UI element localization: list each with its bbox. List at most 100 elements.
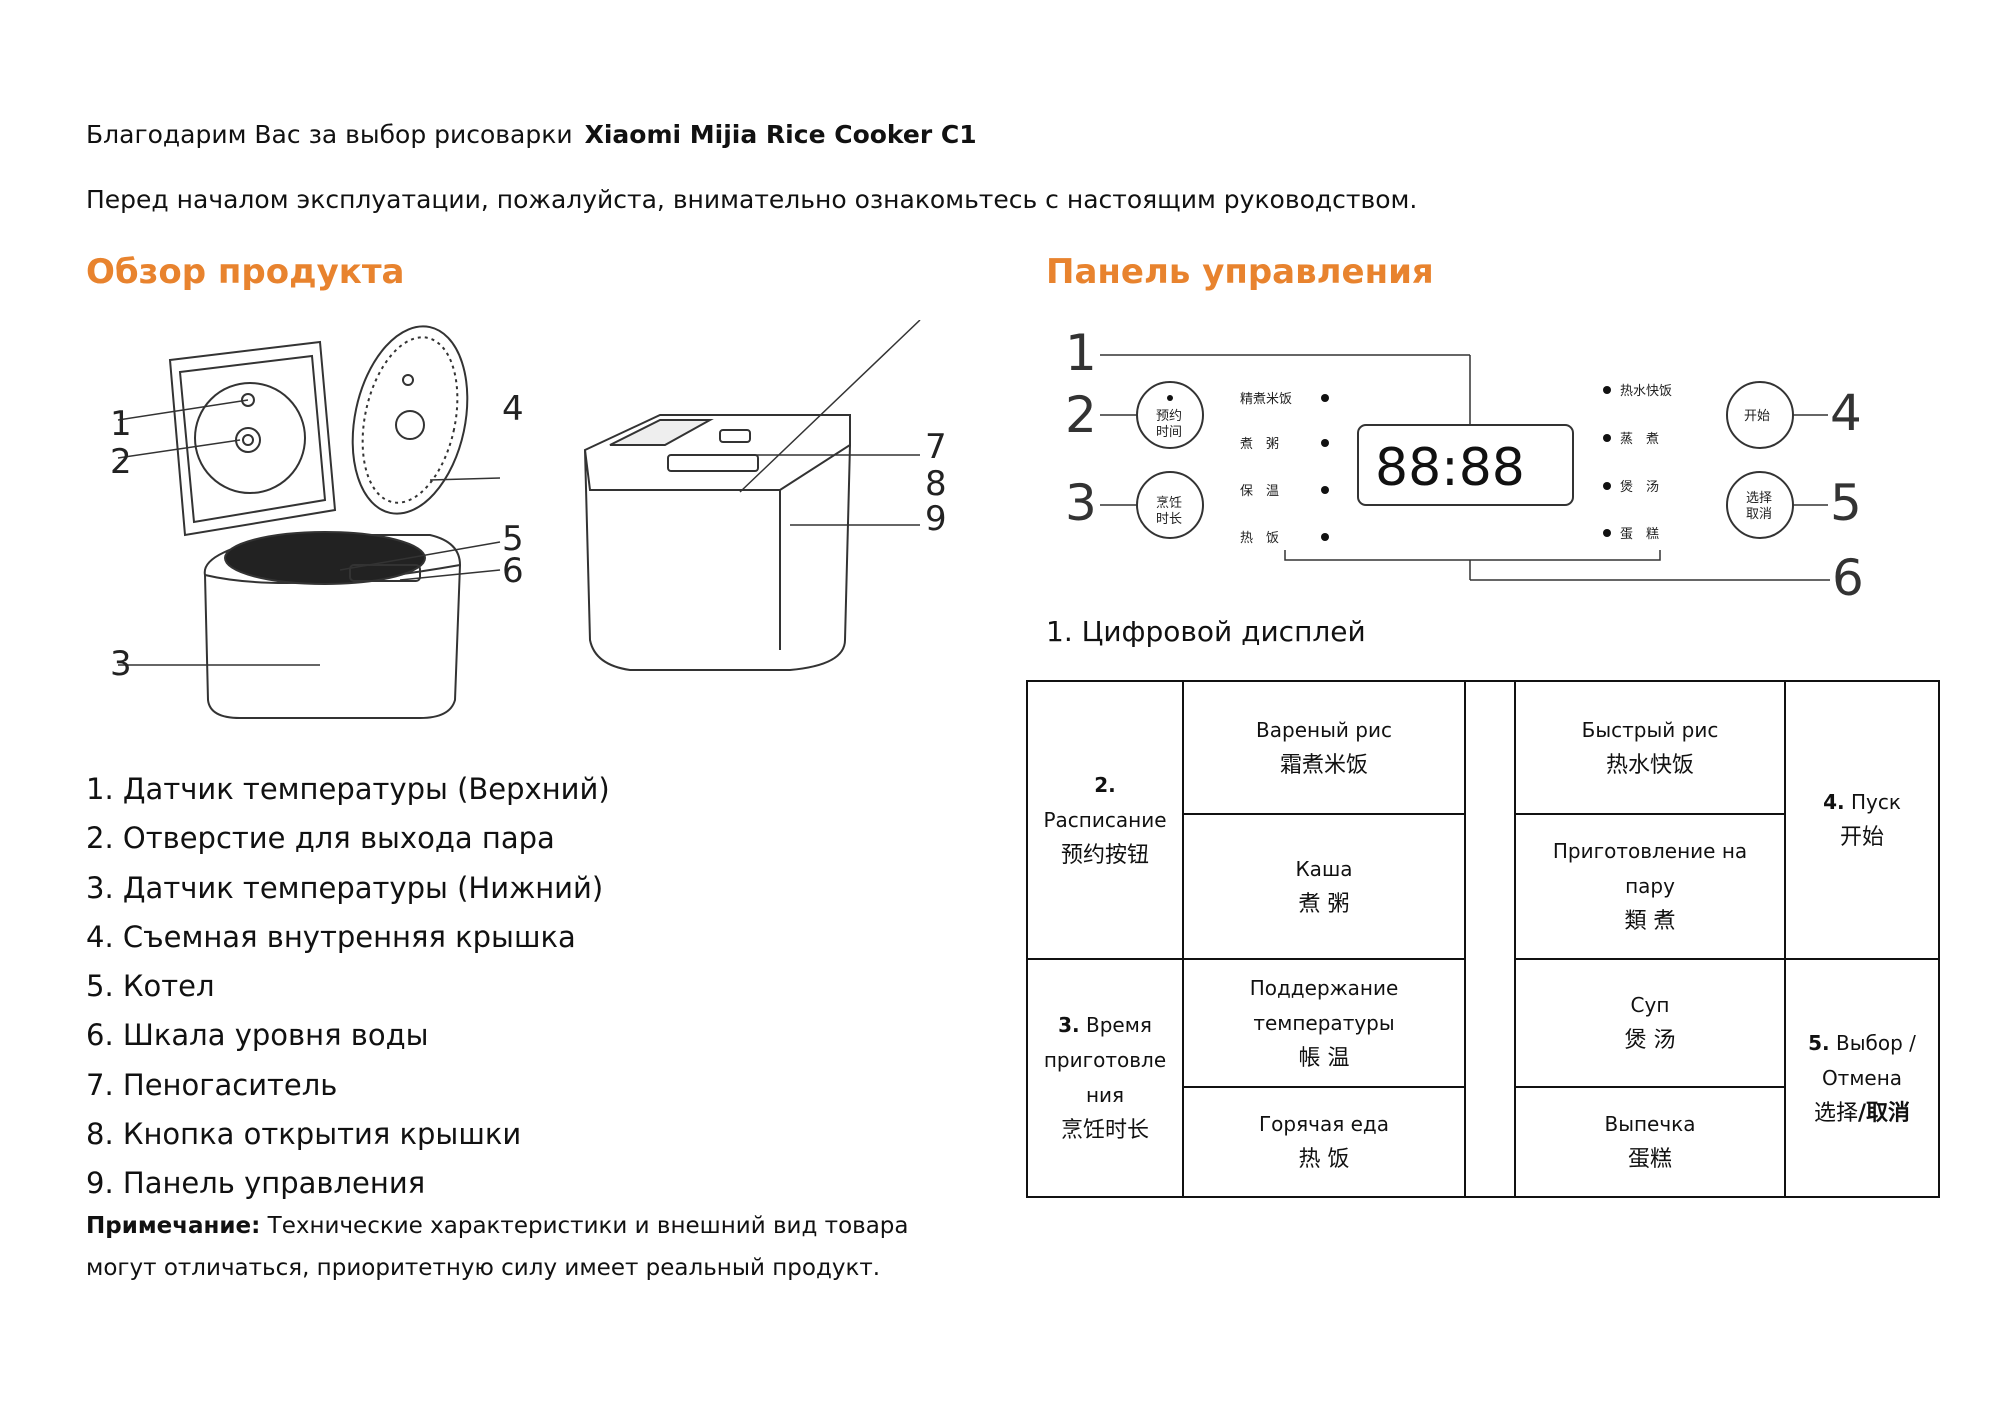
table-cell-cook-time: 3. Время приготовле ния 烹饪时长: [1026, 958, 1184, 1198]
mode-label: 热 饭: [1240, 531, 1279, 546]
schedule-cn: 预约按钮: [1060, 842, 1149, 868]
product-overview-illustration: 1 2 3 4 5 6 7 8 9: [110, 320, 947, 719]
schedule-btn-line2: 时间: [1156, 425, 1182, 440]
table-cell-mode: Каша 煮 粥: [1182, 813, 1466, 960]
table-cell-mode: Суп 煲 汤: [1514, 958, 1786, 1088]
start-ru: Пуск: [1850, 790, 1901, 814]
mode-cn: 類 煮: [1624, 909, 1676, 934]
callout-9: 9: [925, 499, 947, 539]
mode-cn: 帳 温: [1298, 1045, 1350, 1071]
mode-label: 蒸 煮: [1620, 432, 1659, 447]
start-btn-label: 开始: [1744, 409, 1770, 424]
mode-ru: Вареный рис: [1256, 717, 1392, 742]
model-name: Xiaomi Mijia Rice Cooker C1: [584, 120, 977, 149]
callout-6: 6: [502, 551, 524, 591]
callout-2: 2: [110, 442, 132, 482]
select-btn-line1: 选择: [1746, 491, 1772, 506]
note: Примечание: Технические характеристики и…: [86, 1205, 986, 1289]
mode-ru: Приготовление на: [1552, 839, 1748, 863]
select-ru: Отмена: [1821, 1065, 1903, 1090]
control-table: 2. Расписание 预约按钮 Вареный рис 霜煮米饭 Быст…: [1026, 680, 1940, 1198]
list-item: 3. Датчик температуры (Нижний): [86, 870, 604, 905]
mode-cn: 煮 粥: [1298, 891, 1350, 917]
mode-cn: 热水快饭: [1605, 752, 1694, 778]
panel-callout-5: 5: [1830, 474, 1862, 532]
schedule-ru: Расписание: [1043, 807, 1167, 832]
table-cell-mode: Быстрый рис 热水快饭: [1514, 680, 1786, 815]
mode-label: 蛋 糕: [1620, 527, 1659, 542]
table-cell-mode: Поддержание температуры 帳 温: [1182, 958, 1466, 1088]
select-cn: /取消: [1857, 1100, 1911, 1126]
panel-callout-3: 3: [1065, 474, 1097, 532]
display-caption: 1. Цифровой дисплей: [1046, 615, 1366, 648]
list-item: 6. Шкала уровня воды: [86, 1018, 429, 1053]
cooktime-num: 3.: [1058, 1013, 1080, 1037]
table-cell-mode: Выпечка 蛋糕: [1514, 1086, 1786, 1198]
callout-4: 4: [502, 389, 524, 429]
cooktime-ru: ния: [1085, 1083, 1125, 1107]
start-num: 4.: [1823, 790, 1845, 814]
panel-callout-6: 6: [1832, 549, 1864, 607]
list-item: 7. Пеногаситель: [86, 1067, 338, 1102]
start-cn: 开始: [1839, 825, 1884, 850]
table-cell-mode: Приготовление на пару 類 煮: [1514, 813, 1786, 960]
list-item: 9. Панель управления: [86, 1166, 426, 1201]
mode-ru: Каша: [1295, 856, 1353, 881]
table-spacer: [1464, 680, 1516, 1198]
mode-ru: пару: [1625, 874, 1675, 898]
panel-callout-2: 2: [1065, 386, 1097, 444]
overview-heading: Обзор продукта: [86, 252, 405, 292]
mode-cn: 霜煮米饭: [1279, 752, 1368, 778]
select-ru: Выбор /: [1836, 1030, 1916, 1055]
callout-1: 1: [110, 404, 132, 444]
list-item: 8. Кнопка открытия крышки: [86, 1117, 522, 1152]
table-cell-mode: Вареный рис 霜煮米饭: [1182, 680, 1466, 815]
intro-thanks: Благодарим Вас за выбор рисоварки Xiaomi …: [86, 120, 977, 149]
intro-thanks-text: Благодарим Вас за выбор рисоварки: [86, 120, 573, 149]
mode-cn: 热 饭: [1298, 1147, 1350, 1172]
control-panel-diagram: 预约 时间 烹饪 时长 开始 选择 取消 精煮米饭 煮 粥 保 温 热 饭 热水…: [1065, 324, 1864, 607]
mode-label: 精煮米饭: [1240, 392, 1292, 407]
mode-label: 煮 粥: [1240, 436, 1279, 452]
list-item: 5. Котел: [86, 969, 215, 1004]
schedule-btn-line1: 预约: [1156, 409, 1182, 424]
mode-ru: Горячая еда: [1258, 1112, 1389, 1136]
intro-instruction: Перед началом эксплуатации, пожалуйста, …: [86, 185, 1418, 214]
table-cell-start: 4. Пуск 开始: [1784, 680, 1940, 960]
mode-ru: Поддержание: [1249, 975, 1399, 1000]
cooktime-cn: 烹饪时长: [1060, 1118, 1149, 1143]
mode-label: 热水快饭: [1620, 384, 1672, 399]
schedule-num: 2.: [1094, 772, 1116, 797]
cooktime-ru: приготовле: [1043, 1048, 1167, 1072]
note-text: Технические характеристики и внешний вид…: [86, 1213, 909, 1281]
table-cell-select: 5. Выбор / Отмена 选择/取消: [1784, 958, 1940, 1198]
cooktime-ru: Время: [1086, 1013, 1152, 1037]
mode-cn: 蛋糕: [1627, 1147, 1672, 1172]
table-cell-schedule: 2. Расписание 预约按钮: [1026, 680, 1184, 960]
mode-ru: температуры: [1253, 1010, 1395, 1035]
list-item: 1. Датчик температуры (Верхний): [86, 772, 610, 806]
mode-label: 保 温: [1240, 484, 1279, 499]
list-item: 2. Отверстие для выхода пара: [86, 821, 555, 856]
mode-ru: Выпечка: [1604, 1112, 1696, 1136]
select-btn-line2: 取消: [1746, 507, 1772, 522]
cooktime-btn-line2: 时长: [1156, 512, 1182, 527]
select-cn: 选择: [1813, 1100, 1858, 1126]
parts-list: 1. Датчик температуры (Верхний) 2. Отвер…: [86, 765, 610, 1209]
table-cell-mode: Горячая еда 热 饭: [1182, 1086, 1466, 1198]
cooktime-btn-line1: 烹饪: [1156, 496, 1182, 511]
list-item: 4. Съемная внутренняя крышка: [86, 919, 576, 954]
mode-cn: 煲 汤: [1624, 1028, 1676, 1053]
select-num: 5.: [1808, 1030, 1830, 1055]
mode-ru: Суп: [1630, 993, 1670, 1017]
mode-ru: Быстрый рис: [1581, 717, 1719, 742]
note-label: Примечание:: [86, 1213, 261, 1239]
panel-callout-1: 1: [1065, 324, 1097, 382]
panel-heading: Панель управления: [1046, 252, 1434, 292]
callout-5: 5: [502, 519, 524, 559]
callout-7: 7: [925, 427, 947, 467]
panel-callout-4: 4: [1830, 384, 1862, 442]
mode-label: 煲 汤: [1620, 479, 1659, 495]
digital-display: 88:88: [1375, 438, 1525, 498]
callout-3: 3: [110, 644, 132, 684]
